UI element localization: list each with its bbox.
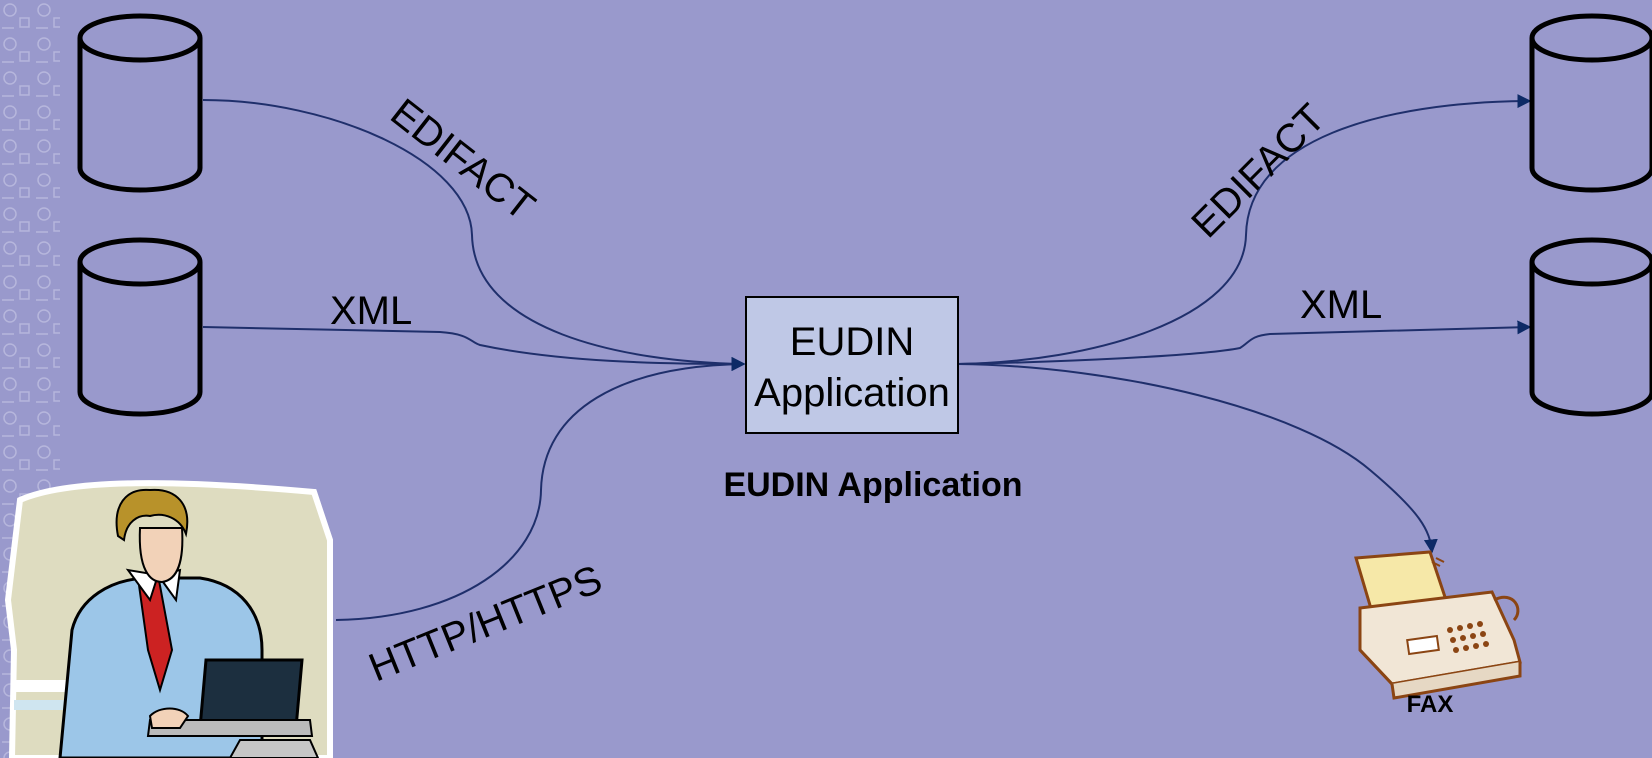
edge-label-xml-out: XML [1300, 283, 1382, 327]
eudin-application-box [745, 296, 959, 434]
database-icon [77, 237, 203, 417]
box-label-line1: EUDIN [790, 320, 914, 364]
application-caption: EUDIN Application [723, 466, 1022, 504]
fax-machine-icon [1354, 550, 1522, 700]
connector-edifact-in [202, 99, 746, 371]
database-icon [1529, 237, 1652, 417]
fax-caption: FAX [1407, 691, 1454, 718]
box-label-line2: Application [754, 371, 950, 415]
connector-xml-in [202, 326, 746, 371]
connector-xml-out [957, 320, 1532, 365]
edge-label-edifact-in: EDIFACT [382, 90, 542, 229]
edge-label-http-in: HTTP/HTTPS [363, 557, 608, 690]
edge-label-xml-in: XML [330, 289, 412, 333]
connector-fax-out [957, 363, 1438, 554]
edge-label-edifact-out: EDIFACT [1183, 96, 1334, 247]
connector-edifact-out [957, 94, 1532, 365]
person-with-laptop-icon [4, 480, 333, 758]
database-icon [77, 13, 203, 193]
connector-http-in [335, 357, 746, 621]
database-icon [1529, 13, 1652, 193]
